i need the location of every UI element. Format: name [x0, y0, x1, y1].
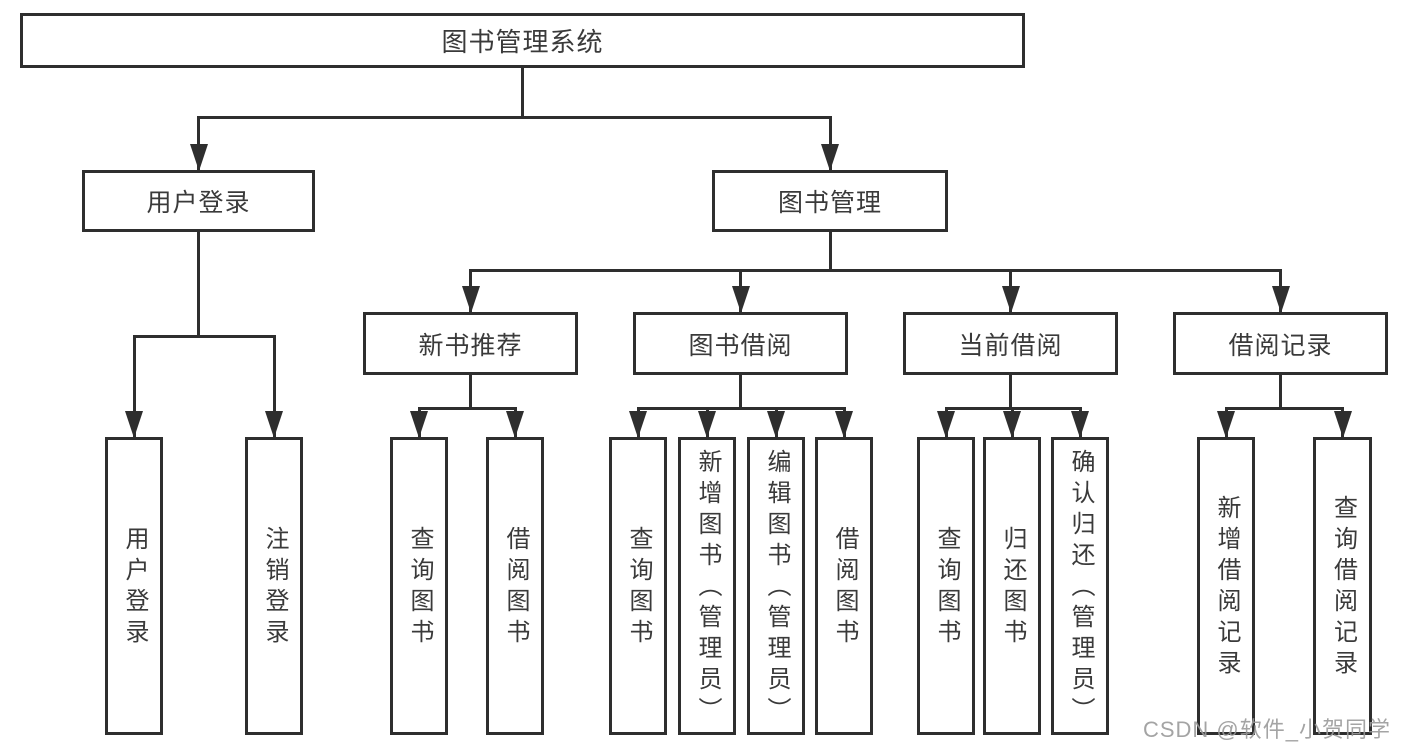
arrow-down-icon	[125, 411, 143, 438]
node-v-query-record: 查询借阅记录	[1313, 437, 1372, 735]
arrow-down-icon	[821, 144, 839, 171]
arrow-down-icon	[461, 286, 480, 313]
node-v-logout: 注销登录	[245, 437, 303, 735]
node-book-borrow: 图书借阅	[633, 312, 848, 375]
node-v-user-login: 用户登录	[105, 437, 163, 735]
arrow-down-icon	[1217, 411, 1235, 438]
csdn-watermark: CSDN @软件_小贺同学	[1142, 717, 1391, 742]
node-v-confirm-return: 确认归还（管理员）	[1051, 437, 1109, 735]
connector-hline	[636, 406, 846, 410]
node-v-borrow-book-1: 借阅图书	[486, 437, 544, 735]
connector-vline	[469, 375, 472, 410]
arrow-down-icon	[1071, 411, 1089, 438]
node-v-borrow-book-2: 借阅图书	[815, 437, 873, 735]
arrow-down-icon	[189, 144, 208, 171]
node-v-edit-book: 编辑图书（管理员）	[747, 437, 805, 735]
connector-hline	[417, 406, 517, 410]
arrow-down-icon	[1271, 286, 1290, 313]
connector-vline	[197, 117, 200, 170]
arrow-down-icon	[629, 411, 647, 438]
connector-vline	[739, 375, 742, 410]
arrow-down-icon	[767, 411, 785, 438]
connector-hline	[132, 334, 276, 338]
node-v-query-book-3: 查询图书	[917, 437, 975, 735]
connector-hline	[469, 268, 1282, 272]
node-v-add-record: 新增借阅记录	[1197, 437, 1255, 735]
node-v-query-book-1: 查询图书	[390, 437, 448, 735]
node-v-return-book: 归还图书	[983, 437, 1041, 735]
arrow-down-icon	[1003, 411, 1021, 438]
arrow-down-icon	[731, 286, 750, 313]
node-borrow-records: 借阅记录	[1173, 312, 1388, 375]
connector-vline	[521, 68, 524, 119]
node-root: 图书管理系统	[20, 13, 1025, 68]
node-user-login: 用户登录	[82, 170, 315, 232]
arrow-down-icon	[835, 411, 853, 438]
node-v-add-book: 新增图书（管理员）	[678, 437, 736, 735]
arrow-down-icon	[1333, 411, 1352, 438]
node-current-borrow: 当前借阅	[903, 312, 1118, 375]
node-v-query-book-2: 查询图书	[609, 437, 667, 735]
arrow-down-icon	[698, 411, 716, 438]
arrow-down-icon	[410, 411, 428, 438]
connector-vline	[828, 232, 832, 272]
connector-hline	[1224, 406, 1344, 410]
connector-vline	[1009, 375, 1012, 410]
arrow-down-icon	[937, 411, 955, 438]
node-book-mgmt: 图书管理	[712, 170, 948, 232]
connector-vline	[132, 336, 136, 437]
connector-vline	[197, 232, 200, 338]
arrow-down-icon	[1001, 286, 1020, 313]
arrow-down-icon	[506, 411, 524, 438]
connector-vline	[1279, 375, 1282, 410]
arrow-down-icon	[265, 411, 283, 438]
connector-vline	[272, 336, 276, 437]
connector-vline	[828, 117, 832, 170]
connector-hline	[197, 115, 832, 119]
node-new-book-rec: 新书推荐	[363, 312, 578, 375]
